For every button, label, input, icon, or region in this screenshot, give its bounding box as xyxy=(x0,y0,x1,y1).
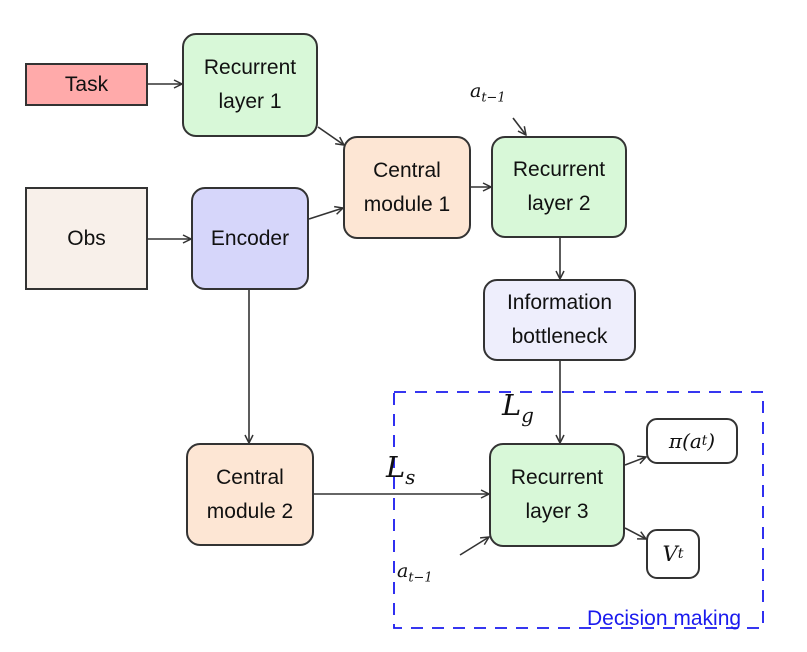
obs-node: Obs xyxy=(25,187,148,290)
edge-encoder-to-central1 xyxy=(308,208,343,220)
value-label: V xyxy=(662,542,678,566)
prev-action-bottom-label: at−1 xyxy=(397,560,433,586)
loss-g-sub: g xyxy=(521,403,534,427)
policy-subscript: t xyxy=(701,433,708,449)
recurrent-layer-1-node: Recurrent layer 1 xyxy=(182,33,318,137)
central-module-1-node: Central module 1 xyxy=(343,136,471,239)
edge-recurrent1-to-central1 xyxy=(317,126,344,145)
decision-making-label: Decision making xyxy=(587,607,742,630)
loss-g-base: L xyxy=(502,388,522,422)
prev-action-bottom-base: a xyxy=(397,560,409,582)
policy-label: π(a xyxy=(668,429,702,453)
loss-s-base: L xyxy=(386,450,406,484)
loss-s-sub: s xyxy=(405,465,416,489)
recurrent-layer-2-node: Recurrent layer 2 xyxy=(491,136,627,238)
prev-action-top-base: a xyxy=(470,80,482,102)
edge-recurrent3-to-policy xyxy=(624,457,646,466)
edge-prev-action-to-recurrent2 xyxy=(512,117,526,135)
policy-close-paren: ) xyxy=(707,429,716,453)
prev-action-bottom-sub: t−1 xyxy=(408,570,433,586)
prev-action-top-sub: t−1 xyxy=(481,90,506,106)
value-subscript: t xyxy=(677,546,684,562)
encoder-node: Encoder xyxy=(191,187,309,290)
prev-action-top-label: at−1 xyxy=(470,80,506,106)
edge-prev-action-to-recurrent3 xyxy=(459,537,489,556)
decision-making-group-border xyxy=(393,391,764,629)
information-bottleneck-node: Information bottleneck xyxy=(483,279,636,361)
task-node: Task xyxy=(25,63,148,106)
loss-g-label: Lg xyxy=(502,388,534,427)
edge-recurrent3-to-value xyxy=(624,527,646,539)
recurrent-layer-3-node: Recurrent layer 3 xyxy=(489,443,625,547)
central-module-2-node: Central module 2 xyxy=(186,443,314,546)
loss-s-label: Ls xyxy=(386,450,415,489)
